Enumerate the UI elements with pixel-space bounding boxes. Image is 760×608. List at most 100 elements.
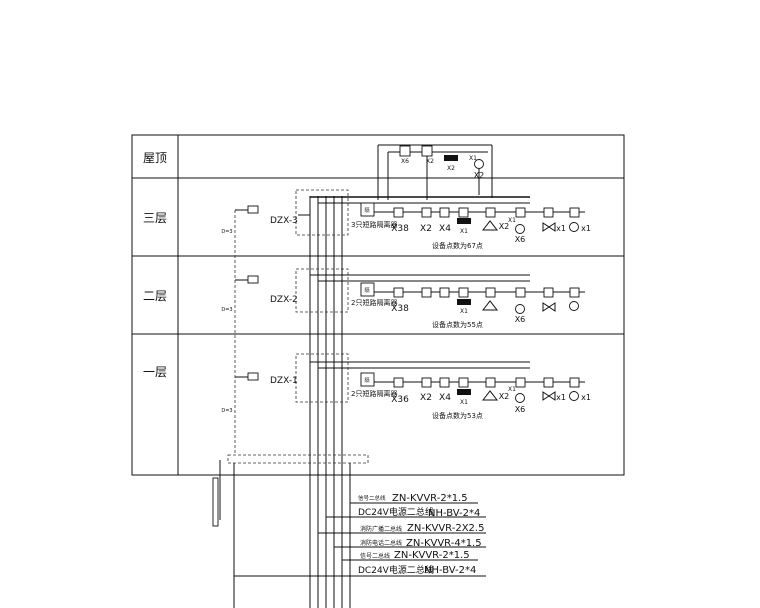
feeder-dashed-box xyxy=(227,454,369,464)
alarm-bell-icon xyxy=(481,220,499,231)
device-count: X2 xyxy=(420,224,432,234)
device-box xyxy=(458,377,469,388)
alarm-bell-icon xyxy=(481,300,499,311)
speaker-block xyxy=(457,218,471,224)
floor3-panel: DZX-3 隔 3只短路隔离器 X38 X2 X4 X1 X2 X1 X6 x1… xyxy=(270,189,591,250)
device-count: X4 xyxy=(439,393,451,403)
cable-type: DC24V电源二总线 xyxy=(358,564,434,576)
isolator-box xyxy=(360,202,375,217)
device-count: X4 xyxy=(439,224,451,234)
device-total: 设备点数为55点 xyxy=(432,320,483,329)
device-box xyxy=(393,207,404,218)
device-count: X6 xyxy=(515,315,526,324)
panel-name: DZX-1 xyxy=(270,376,298,386)
device-count: x1 xyxy=(556,224,566,233)
device-box xyxy=(485,207,496,218)
riser-label: D=3 xyxy=(221,307,232,313)
device-box xyxy=(421,287,432,298)
device-count: X38 xyxy=(391,304,409,314)
device-box xyxy=(421,377,432,388)
cable-type: 消防电话二总线 xyxy=(360,539,402,547)
device-count: X1 xyxy=(460,308,468,315)
round-device xyxy=(569,222,579,232)
cable-type: 信号二总线 xyxy=(360,552,390,560)
roof-speaker-block xyxy=(444,155,458,161)
round-device xyxy=(515,304,525,314)
roof-branch: X6 X2 X2 X1 X2 xyxy=(377,144,493,200)
device-box xyxy=(458,207,469,218)
cable-type: DC24V电源二总线 xyxy=(358,506,434,518)
device-box xyxy=(439,207,450,218)
floor-label-3: 三层 xyxy=(143,211,167,225)
valve-icon xyxy=(542,222,556,232)
device-count: X6 xyxy=(515,405,526,414)
floor-table xyxy=(131,134,625,476)
valve-icon xyxy=(542,302,556,312)
device-count: X6 xyxy=(515,235,526,244)
device-box xyxy=(515,207,526,218)
round-device xyxy=(515,393,525,403)
floor1-panel: DZX-1 隔 2只短路隔离器 X36 X2 X4 X1 X2 X1 X6 x1… xyxy=(270,353,591,420)
device-box xyxy=(569,207,580,218)
isolator-box xyxy=(360,282,375,297)
floor-label-2: 二层 xyxy=(143,289,167,303)
cable-spec: ZN-KVVR-2*1.5 xyxy=(392,493,468,504)
panel-name: DZX-2 xyxy=(270,295,298,305)
device-count: X1 xyxy=(508,217,516,224)
floor2-panel: DZX-2 隔 2只短路隔离器 X38 X1 X6 设备点数为55点 xyxy=(270,268,585,329)
device-count: X38 xyxy=(391,224,409,234)
svg-text:隔: 隔 xyxy=(364,207,369,214)
riser-label: D=3 xyxy=(221,229,232,235)
roof-device-count: X6 xyxy=(401,158,409,165)
device-box xyxy=(393,287,404,298)
device-box xyxy=(393,377,404,388)
riser-device xyxy=(247,205,259,214)
isolator-box xyxy=(360,372,375,387)
device-box xyxy=(515,287,526,298)
svg-text:隔: 隔 xyxy=(364,287,369,294)
roof-device-count: X2 xyxy=(426,158,434,165)
panel-box xyxy=(295,189,349,236)
device-box xyxy=(458,287,469,298)
device-box xyxy=(543,207,554,218)
device-box xyxy=(439,377,450,388)
device-box xyxy=(485,377,496,388)
device-count: X36 xyxy=(391,395,409,405)
device-total: 设备点数为53点 xyxy=(432,411,483,420)
speaker-block xyxy=(457,299,471,305)
cable-spec: ZN-KVVR-2X2.5 xyxy=(407,523,484,534)
device-box xyxy=(543,377,554,388)
isolator-label: 2只短路隔离器 xyxy=(351,298,397,307)
floor-label-1: 一层 xyxy=(143,365,167,379)
table-border xyxy=(131,134,625,476)
device-total: 设备点数为67点 xyxy=(432,241,483,250)
feeder-area xyxy=(212,454,369,608)
device-count: X1 xyxy=(460,228,468,235)
device-count: x1 xyxy=(556,393,566,402)
cable-type: 信号二总线 xyxy=(358,494,386,502)
panel-box xyxy=(295,353,349,403)
cable-spec: ZN-KVVR-4*1.5 xyxy=(406,538,482,549)
device-count: x1 xyxy=(581,393,591,402)
cable-spec: ZN-KVVR-2*1.5 xyxy=(394,550,470,561)
riser-label: D=3 xyxy=(221,408,232,414)
device-count: X2 xyxy=(420,393,432,403)
device-count: X2 xyxy=(499,392,510,401)
device-box xyxy=(421,207,432,218)
cable-spec: NH-BV-2*4 xyxy=(424,565,476,576)
speaker-block xyxy=(457,389,471,395)
device-count: X1 xyxy=(460,399,468,406)
device-count: X2 xyxy=(499,222,510,231)
round-device xyxy=(515,224,525,234)
roof-device-count: X1 xyxy=(469,155,477,162)
roof-device xyxy=(399,145,411,157)
cable-type: 消防广播二总线 xyxy=(360,525,402,533)
device-count: X1 xyxy=(508,386,516,393)
device-box xyxy=(439,287,450,298)
alarm-bell-icon xyxy=(481,390,499,401)
roof-round-device xyxy=(474,159,484,169)
roof-device xyxy=(421,145,433,157)
panel-name: DZX-3 xyxy=(270,216,298,226)
floor-label-roof: 屋顶 xyxy=(143,151,167,165)
